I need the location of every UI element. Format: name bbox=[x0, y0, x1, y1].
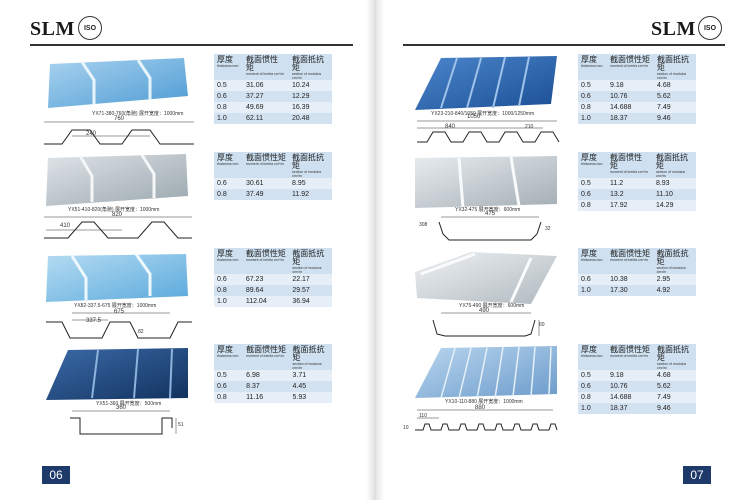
profile-dim-5c: 210 bbox=[525, 124, 534, 130]
iso-badge-icon: ISO bbox=[78, 16, 102, 40]
profile-dim-6c: 32 bbox=[545, 226, 551, 232]
profile-dim-7a: 490 bbox=[479, 308, 490, 314]
product-caption-1: YX71-380-760(角驰) 展开宽度：1000mm bbox=[92, 111, 184, 117]
brand-logo: SLM bbox=[30, 18, 75, 40]
book-gutter bbox=[366, 0, 384, 500]
profile-drawing-7 bbox=[432, 312, 540, 337]
profile-dim-8b: 110 bbox=[419, 413, 427, 419]
iso-badge-icon-right: ISO bbox=[698, 16, 722, 40]
product-caption-6: YX32-475 展开宽度：600mm bbox=[455, 207, 521, 213]
product-photo-3 bbox=[46, 253, 188, 302]
page-number-left: 06 bbox=[42, 466, 70, 484]
profile-dim-2a: 820 bbox=[112, 212, 123, 218]
profile-drawing-8 bbox=[415, 409, 558, 431]
product-caption-8: YX10-110-880 展开宽度：1000mm bbox=[445, 399, 523, 405]
profile-dim-4a: 360 bbox=[116, 405, 127, 411]
profile-dim-3a: 675 bbox=[114, 309, 125, 315]
profile-drawing-6 bbox=[438, 216, 542, 241]
profile-dim-8a: 880 bbox=[475, 405, 486, 411]
profile-dim-1b: 240 bbox=[86, 131, 97, 137]
product-caption-2: YX51-410-820(角驰) 展开宽度：1000mm bbox=[68, 207, 160, 213]
profile-dim-8c: 10 bbox=[403, 425, 409, 431]
profile-dim-4b: 51 bbox=[178, 422, 184, 428]
page-number-right: 07 bbox=[683, 466, 711, 484]
profile-dim-3c: 82 bbox=[138, 329, 144, 335]
product-photo-6 bbox=[415, 156, 557, 209]
profile-drawing-4 bbox=[70, 410, 177, 435]
product-photo-5 bbox=[415, 56, 557, 110]
product-photo-1 bbox=[48, 58, 188, 108]
profile-dim-3b: 337.5 bbox=[86, 318, 102, 324]
profile-dim-2b: 410 bbox=[60, 223, 71, 229]
product-photo-2 bbox=[46, 154, 188, 206]
product-photo-4 bbox=[46, 348, 188, 400]
product-caption-4: YX51-360 展开宽度：500mm bbox=[96, 401, 162, 407]
profile-drawing-1 bbox=[44, 121, 194, 145]
profile-dim-6a: 475 bbox=[485, 211, 496, 217]
right-page: SLM ISO YX23-210-840/1050 展开宽度：1000/1250… bbox=[375, 0, 750, 500]
product-caption-3: YX82-337.5-675 展开宽度：1000mm bbox=[74, 303, 157, 309]
profile-drawing-5 bbox=[417, 120, 560, 143]
profile-drawing-2 bbox=[44, 216, 192, 239]
profile-drawing-3 bbox=[46, 312, 192, 339]
product-caption-7: YX75-490 展开宽度：600mm bbox=[459, 303, 525, 309]
brand-logo-right: SLM bbox=[651, 18, 696, 40]
profile-dim-6b: 308 bbox=[419, 222, 428, 228]
product-photo-8 bbox=[415, 346, 557, 399]
profile-dim-5b: 840 bbox=[445, 124, 456, 130]
product-photo-7 bbox=[415, 252, 557, 304]
profile-dim-1a: 760 bbox=[114, 116, 125, 122]
header-rule-right bbox=[403, 44, 725, 46]
left-page: SLM ISO YX71-380-760(角驰) 展开宽度：1000mm 760… bbox=[30, 16, 353, 484]
profile-dim-5a: 1050 bbox=[467, 114, 481, 120]
product-caption-5: YX23-210-840/1050 展开宽度：1000/1250mm bbox=[431, 111, 535, 117]
header-rule bbox=[30, 44, 353, 46]
profile-dim-7b: 60 bbox=[539, 322, 545, 328]
